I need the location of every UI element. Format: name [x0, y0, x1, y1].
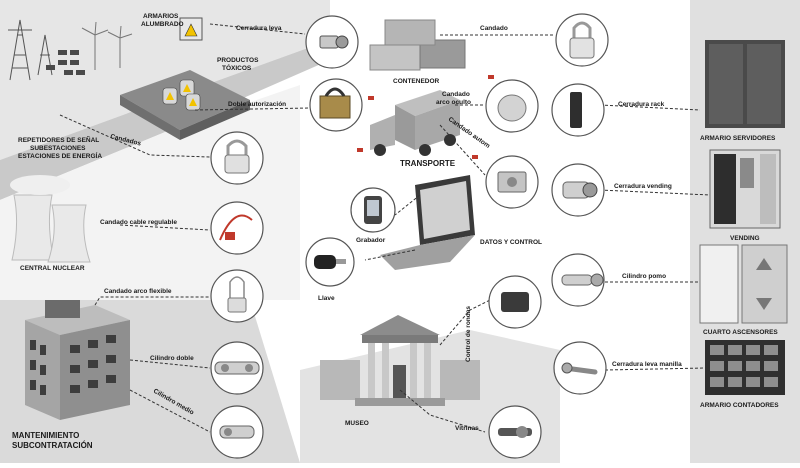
nuclear-towers-icon: [11, 194, 91, 263]
server-cabinet-icon: [705, 40, 785, 128]
label-candado-arco-oculto-1: Candado: [442, 91, 470, 98]
label-armarios-alumbrado-1: ARMARIOS: [143, 13, 179, 20]
warning-sign-icon: [184, 23, 198, 37]
label-museo: MUSEO: [345, 420, 369, 427]
label-repetidores-1: REPETIDORES DE SEÑAL: [18, 135, 99, 144]
label-control-rondas: Control de rondas: [465, 306, 472, 362]
label-candado-arco-oculto-2: arco oculto: [436, 99, 471, 106]
elevator-room-icon: [699, 244, 788, 324]
lock-circle-candado-arco-oculto: [485, 79, 539, 133]
museum-building: [320, 315, 480, 406]
lock-circle-vitrinas: [488, 405, 542, 459]
label-productos-toxicos-2: TÓXICOS: [222, 63, 252, 72]
toxic-barrels-icon: [162, 79, 201, 111]
label-llave: Llave: [318, 295, 335, 302]
lock-circle-candado-autom: [485, 155, 539, 209]
truck-icon: [370, 90, 460, 156]
label-cilindro-doble: Cilindro doble: [150, 355, 194, 362]
label-contenedor: CONTENEDOR: [393, 78, 440, 85]
containers-icon: [369, 19, 466, 71]
toxic-platform: [120, 70, 250, 130]
label-armario-servidores: ARMARIO SERVIDORES: [700, 135, 776, 142]
lock-circle-cerradura-rack: [551, 83, 605, 137]
label-candado-arco-flexible: Candado arco flexible: [104, 288, 172, 295]
label-repetidores-2: SUBESTACIONES: [30, 145, 86, 152]
label-armarios-alumbrado-2: ALUMBRADO: [141, 21, 184, 28]
label-cilindro-pomo: Cilindro pomo: [622, 273, 666, 280]
maintenance-building: [25, 300, 130, 420]
lock-circle-candado-arco-flexible: [210, 269, 264, 323]
label-candado: Candado: [480, 25, 508, 32]
lock-circle-control-rondas: [488, 275, 542, 329]
label-armario-contadores: ARMARIO CONTADORES: [700, 402, 779, 409]
toxic-platform-side: [120, 95, 180, 140]
lock-circle-llave: [305, 237, 355, 287]
lock-circle-grabador: [350, 187, 396, 233]
label-cerradura-vending: Cerradura vending: [614, 183, 672, 190]
lock-circle-cilindro-pomo: [551, 253, 605, 307]
label-repetidores-3: ESTACIONES DE ENERGÍA: [18, 151, 102, 160]
label-vitrinas: Vitrinas: [455, 425, 479, 432]
label-grabador: Grabador: [356, 237, 386, 244]
label-transporte: TRANSPORTE: [400, 159, 456, 168]
laptop-icon: [380, 175, 475, 270]
solar-panels-icon: [46, 50, 85, 75]
toxic-platform-front: [180, 100, 250, 140]
lock-circle-cerradura-leva: [305, 15, 359, 69]
lock-circle-doble-autorizacion: [309, 78, 363, 132]
wind-turbines-icon: [81, 21, 133, 70]
label-central-nuclear: CENTRAL NUCLEAR: [20, 265, 85, 272]
vending-machine-icon: [709, 149, 781, 229]
connector-lines: [59, 23, 711, 433]
label-mantenimiento-2: SUBCONTRATACIÓN: [12, 441, 93, 450]
lock-circle-cilindro-medio: [210, 405, 264, 459]
power-tower-icon: [8, 19, 53, 81]
label-candado-cable: Candado cable regulable: [100, 219, 177, 226]
lock-circle-cilindro-doble: [210, 341, 264, 395]
lock-circle-cerradura-vending: [551, 163, 605, 217]
label-cerradura-leva: Cerradura leva: [236, 25, 282, 32]
label-productos-toxicos-1: PRODUCTOS: [217, 57, 259, 64]
label-vending: VENDING: [730, 235, 760, 242]
label-doble-autorizacion: Doble autorización: [228, 101, 286, 108]
lock-circle-candado: [555, 13, 609, 67]
label-cerradura-leva-manilla: Cerradura leva manilla: [612, 361, 682, 368]
label-cuarto-ascensores: CUARTO ASCENSORES: [703, 329, 778, 336]
steam-cloud: [10, 175, 70, 195]
lock-circle-candado-cable: [210, 201, 264, 255]
lock-circle-candados: [210, 131, 264, 185]
cart-icons: [357, 75, 494, 159]
meter-cabinet-icon: [705, 340, 785, 395]
label-mantenimiento-1: MANTENIMIENTO: [12, 431, 79, 440]
lock-circle-cerradura-leva-manilla: [553, 341, 607, 395]
label-datos-control: DATOS Y CONTROL: [480, 239, 542, 246]
label-cerradura-rack: Cerradura rack: [618, 101, 665, 108]
